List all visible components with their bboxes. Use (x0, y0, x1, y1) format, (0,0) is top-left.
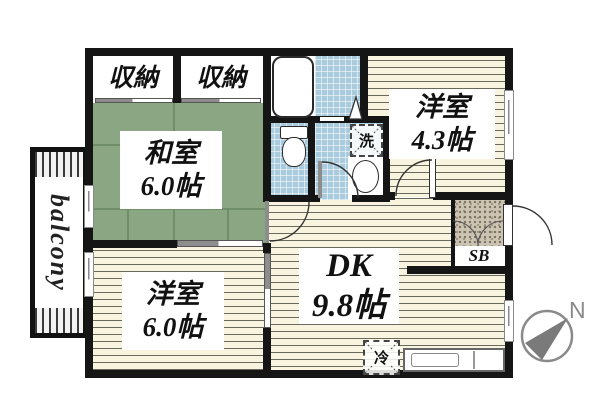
dk-size: 9.8帖 (311, 288, 387, 324)
bathtub-icon (272, 56, 314, 118)
counter-divider (473, 351, 475, 369)
western6-name: 洋室 (146, 279, 200, 310)
wall-west43-bottom-b (433, 192, 510, 200)
balcony-hatch-bottom (35, 308, 83, 333)
bath-folding-door-icon (348, 94, 363, 120)
window-western6-west (84, 252, 94, 297)
compass-needle-icon (525, 318, 568, 360)
wall-west43-bottom-a (388, 192, 395, 200)
west6-dk-sliding-door (264, 253, 271, 328)
toilet-bowl-icon (282, 137, 306, 167)
balcony: balcony (30, 147, 86, 338)
wall-toilet-bottom (263, 195, 320, 202)
western43-size: 4.3帖 (411, 125, 473, 155)
wall-bottom (85, 370, 513, 378)
dk-name: DK (326, 247, 372, 284)
bath-threshold (320, 117, 344, 121)
washroom-door-leaf (318, 161, 322, 198)
wall-closet-divider (173, 48, 181, 103)
genkan-fan-right (477, 220, 504, 247)
western43-door-arc (395, 159, 433, 197)
shoe-box-label: SB (468, 246, 490, 265)
wall-basin-bottom (352, 195, 390, 202)
dk-label: DK 9.8帖 (299, 248, 399, 324)
western43-label: 洋室 4.3帖 (389, 89, 495, 159)
wall-toilet-divider (308, 122, 315, 200)
balcony-label: balcony (45, 193, 74, 292)
window-western43-east (504, 90, 514, 160)
washer-corner-ticks (351, 125, 382, 156)
washitsu-dk-door-leaf (265, 201, 269, 243)
wall-shoebox-bottom (407, 266, 513, 274)
wall-bath-right (360, 48, 368, 122)
western43-name: 洋室 (415, 92, 469, 123)
closet-sliding-door-left (95, 98, 173, 103)
bathroom-tile (315, 53, 362, 120)
washitsu-name: 和室 (144, 138, 198, 169)
washing-machine-label: 洗 (358, 134, 374, 150)
kitchen-sink-icon (411, 353, 459, 367)
compass-circle (520, 309, 574, 363)
washitsu-dk-door-arc (269, 201, 310, 242)
wall-genkan-left (451, 198, 455, 268)
western6-size: 6.0帖 (142, 312, 204, 342)
tatami-seam (127, 208, 129, 247)
compass-north-label: N (569, 297, 586, 323)
wall-washitsu-bottom (85, 240, 177, 248)
entrance-door-leaf (503, 204, 513, 246)
closet-label-right: 収納 (195, 65, 246, 92)
washitsu-label: 和室 6.0帖 (120, 131, 222, 209)
wall-washroom-right (383, 122, 390, 200)
window-dk-east (504, 300, 514, 342)
wall-washitsu-right (263, 48, 271, 201)
washitsu-west6-sliding-door (177, 240, 263, 247)
fridge-corner-ticks (364, 341, 399, 374)
washroom-door-arc (321, 161, 359, 199)
tatami-seam (227, 208, 229, 247)
genkan-fan-left (452, 220, 479, 247)
entrance-door-arc (512, 205, 553, 246)
western6-label: 洋室 6.0帖 (122, 272, 224, 350)
washitsu-size: 6.0帖 (140, 171, 202, 201)
wall-west6-dk-upper (263, 243, 271, 253)
closet-label-left: 収納 (107, 65, 158, 92)
shoe-box-area (453, 246, 505, 268)
wall-top (85, 48, 513, 56)
western6-floor (88, 243, 268, 375)
closet-sliding-door-right (181, 98, 261, 103)
refrigerator-label: 冷 (373, 351, 389, 367)
tatami-seam (93, 208, 271, 210)
kitchen-counter (403, 348, 505, 372)
balcony-hatch-top (35, 152, 83, 177)
window-washitsu-west (84, 185, 94, 228)
wall-west6-dk-lower (263, 328, 271, 378)
closet-floor (93, 53, 271, 103)
